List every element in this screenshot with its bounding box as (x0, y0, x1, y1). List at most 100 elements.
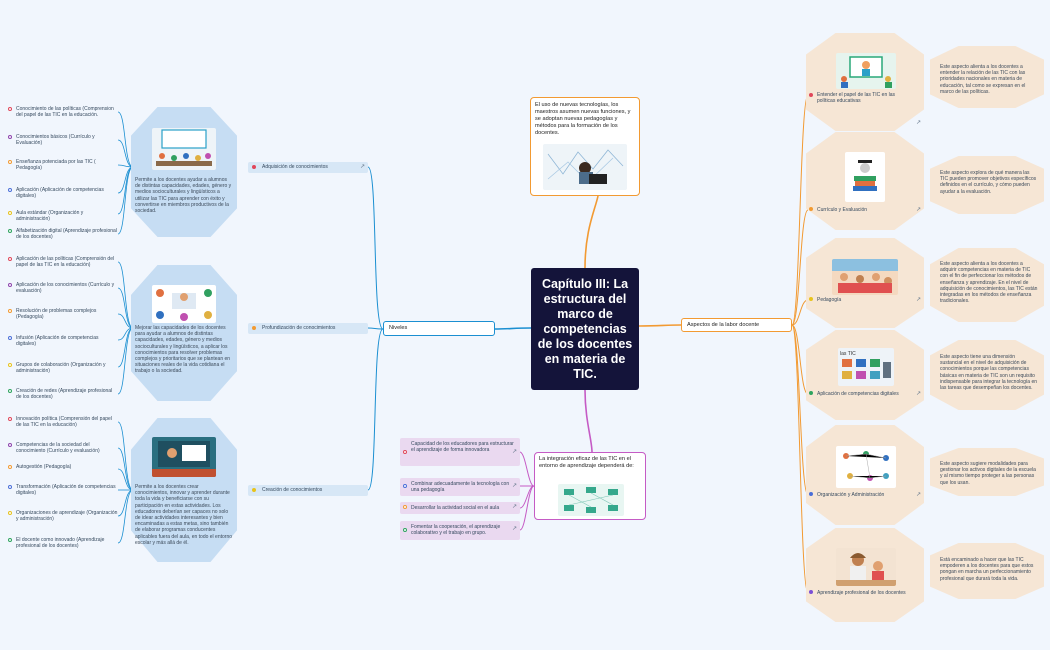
level-item[interactable]: Grupos de colaboración (Organización y a… (6, 362, 118, 374)
level-item[interactable]: Aplicación de los conocimientos (Currícu… (6, 282, 118, 294)
bullet-icon (403, 505, 407, 509)
bullet-icon (8, 107, 12, 111)
bullet-icon (8, 336, 12, 340)
aspect-6-title: Aprendizaje profesional de los docentes (817, 590, 906, 596)
level-item[interactable]: Resolución de problemas complejos (Pedag… (6, 308, 118, 320)
level-1-hex[interactable] (131, 107, 237, 237)
children-classroom-image (832, 259, 898, 295)
level-item[interactable]: Aplicación (Aplicación de competencias d… (6, 187, 118, 199)
level-item-text: Aula estándar (Organización y administra… (16, 210, 84, 223)
bottom-note-card[interactable]: La integración eficaz de las TIC en el e… (534, 452, 646, 520)
aspect-note-hex-1[interactable] (930, 46, 1044, 108)
aspects-node[interactable]: Aspectos de la labor docente (681, 318, 792, 332)
bullet-icon (8, 389, 12, 393)
bullet-icon (8, 135, 12, 139)
level-item-text: Grupos de colaboración (Organización y a… (16, 362, 106, 375)
bullet-icon (8, 188, 12, 192)
level-item-text: Resolución de problemas complejos (Pedag… (16, 308, 97, 321)
level-item[interactable]: Aula estándar (Organización y administra… (6, 210, 118, 222)
bullet-icon (403, 484, 407, 488)
level-item-text: Transformación (Aplicación de competenci… (16, 484, 116, 497)
aspect-note-hex-2[interactable] (930, 156, 1044, 214)
level-item[interactable]: Aplicación de las políticas (Comprensión… (6, 256, 118, 268)
aspect-1-title: Entender el papel de las TIC en las polí… (817, 92, 896, 105)
level-1-node[interactable]: Adquisición de conocimientos (248, 162, 368, 173)
aspect-1-dot (809, 93, 813, 97)
bottom-item-text: Fomentar la cooperación, el aprendizaje … (411, 524, 501, 536)
classroom-screen-image (152, 128, 216, 170)
levels-node[interactable]: Niveles (383, 321, 495, 336)
bullet-icon (252, 326, 256, 330)
external-link-icon[interactable]: ↗ (360, 164, 366, 170)
level-item[interactable]: Innovación política (Comprensión del pap… (6, 416, 118, 428)
bullet-icon (8, 283, 12, 287)
external-link-icon[interactable]: ↗ (512, 483, 518, 489)
level-item[interactable]: Autogestión (Pedagogía) (6, 464, 118, 470)
level-item-text: Aplicación de los conocimientos (Currícu… (16, 282, 115, 295)
bottom-item-3[interactable]: Desarrollar la actividad social en el au… (400, 502, 520, 514)
level-item[interactable]: Enseñanza potenciada por las TIC ( Pedag… (6, 159, 118, 171)
level-item-text: Conocimientos básicos (Currículo y Evalu… (16, 134, 95, 147)
aspect-note-hex-3[interactable] (930, 248, 1044, 322)
level-item-text: El docente como innovado (Aprendizaje pr… (16, 537, 105, 550)
aspect-note-hex-6[interactable] (930, 543, 1044, 599)
external-link-icon[interactable]: ↗ (512, 526, 518, 532)
aspect-note-hex-5[interactable] (930, 448, 1044, 496)
level-item[interactable]: Infusión (Aplicación de competencias dig… (6, 335, 118, 347)
bottom-note-text: La integración eficaz de las TIC en el e… (539, 456, 634, 469)
bottom-item-text: Capacidad de los educadores para estruct… (411, 441, 514, 453)
bullet-icon (403, 450, 407, 454)
external-link-icon[interactable]: ↗ (916, 207, 922, 213)
external-link-icon[interactable]: ↗ (916, 297, 922, 303)
bullet-icon (252, 488, 256, 492)
level-item[interactable]: Conocimientos básicos (Currículo y Evalu… (6, 134, 118, 146)
level-item[interactable]: Conocimiento de las políticas (Comprensi… (6, 106, 118, 118)
external-link-icon[interactable]: ↗ (512, 504, 518, 510)
level-2-node[interactable]: Profundización de conocimientos (248, 323, 368, 334)
aspect-4-dot (809, 391, 813, 395)
video-conference-image (152, 437, 216, 477)
bottom-item-2[interactable]: Combinar adecuadamente la tecnología con… (400, 478, 520, 496)
level-item[interactable]: Transformación (Aplicación de competenci… (6, 484, 118, 496)
external-link-icon[interactable]: ↗ (916, 492, 922, 498)
central-topic-text: Capítulo III: La estructura del marco de… (537, 276, 633, 381)
bullet-icon (8, 160, 12, 164)
level-1-description: Permite a los docentes ayudar a alumnos … (135, 177, 232, 215)
level-item[interactable]: El docente como innovado (Aprendizaje pr… (6, 537, 118, 549)
digital-skills-image (152, 285, 216, 323)
teacher-child-image (836, 548, 896, 586)
aspect-3-title: Pedagogía (817, 297, 842, 303)
level-item-text: Aplicación de las políticas (Comprensión… (16, 256, 115, 269)
central-topic[interactable]: Capítulo III: La estructura del marco de… (531, 268, 639, 390)
top-note-card[interactable]: El uso de nuevas tecnologías, los maestr… (530, 97, 640, 196)
level-item-text: Aplicación (Aplicación de competencias d… (16, 187, 104, 200)
levels-label: Niveles (389, 325, 408, 331)
aspect-note-hex-4[interactable] (930, 340, 1044, 410)
teacher-laptop-image (543, 144, 627, 190)
external-link-icon[interactable]: ↗ (512, 449, 518, 455)
level-2-description: Mejorar las capacidades de los docentes … (135, 325, 231, 375)
level-item[interactable]: Creación de redes (Aprendizaje profesion… (6, 388, 118, 400)
svg-text:las TIC: las TIC (840, 351, 856, 357)
bottom-item-1[interactable]: Capacidad de los educadores para estruct… (400, 438, 520, 466)
aspect-note-4: Este aspecto tiene una dimensión sustanc… (940, 354, 1038, 392)
external-link-icon[interactable]: ↗ (916, 120, 922, 126)
level-item[interactable]: Competencias de la sociedad del conocimi… (6, 442, 118, 454)
external-link-icon[interactable]: ↗ (916, 391, 922, 397)
level-2-title: Profundización de conocimientos (262, 325, 336, 331)
bullet-icon (8, 257, 12, 261)
aspect-note-2: Este aspecto explora de qué manera las T… (940, 170, 1037, 195)
level-item-text: Enseñanza potenciada por las TIC ( Pedag… (16, 159, 96, 172)
bullet-icon (8, 465, 12, 469)
bullet-icon (252, 165, 256, 169)
level-item-text: Conocimiento de las políticas (Comprensi… (16, 106, 114, 119)
level-3-node[interactable]: Creación de conocimientos (248, 485, 368, 496)
level-item[interactable]: Organizaciones de aprendizaje (Organizac… (6, 510, 118, 522)
network-people-image (836, 446, 896, 488)
classroom-network-image (558, 484, 624, 516)
bottom-item-4[interactable]: Fomentar la cooperación, el aprendizaje … (400, 521, 520, 540)
bullet-icon (8, 443, 12, 447)
aspect-note-5: Este aspecto sugiere modalidades para ge… (940, 461, 1036, 486)
level-item[interactable]: Alfabetización digital (Aprendizaje prof… (6, 228, 118, 240)
